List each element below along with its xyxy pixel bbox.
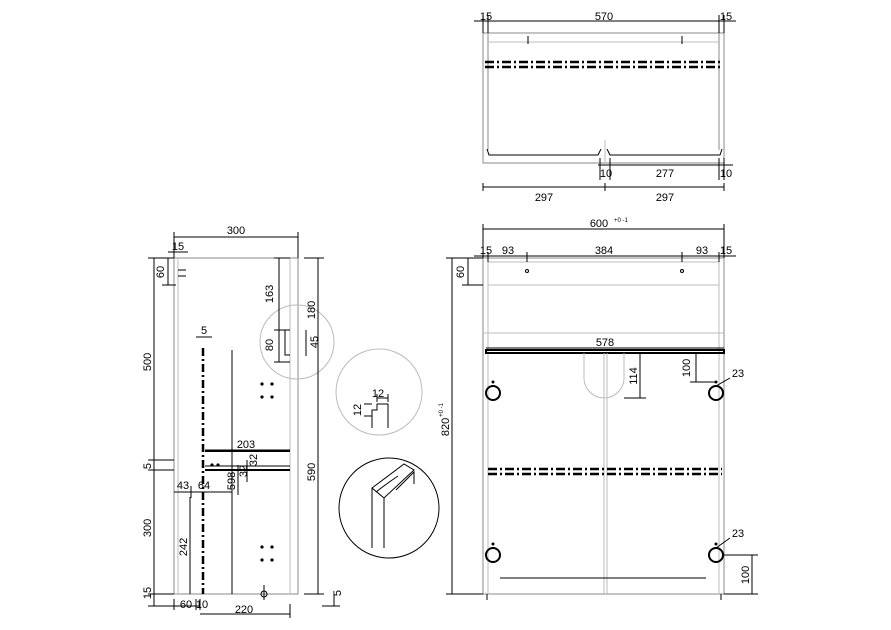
hinge-icon [485,547,501,563]
dim-hinge-bottom: 100 [740,566,752,584]
hinge-icon [708,547,724,563]
side-view: 300 15 60 500 5 300 15 180 590 5 163 80 [142,225,344,618]
dim-bottom-220: 220 [235,604,253,616]
dim-top-width: 570 [595,11,613,23]
dim-32b: 32 [238,465,250,477]
dim-door-width: 578 [596,337,614,349]
dim-43: 43 [177,480,189,492]
magnifier-circle [259,304,335,380]
dim-64: 64 [198,480,210,492]
right-door-top [606,148,723,156]
dim-front-width-tol: +0 -1 [614,218,629,224]
dim-notch-side: 45 [309,336,321,348]
hinge-icon [485,385,501,401]
door-top-edge [485,349,725,354]
detail-b [338,457,440,559]
dim-side-topband: 60 [155,266,167,278]
dim-side-righttop: 180 [306,301,318,319]
top-view-outline [482,32,725,164]
dim-cutout: 114 [628,367,640,385]
hinge-icon [708,385,724,401]
dim-front-93a: 93 [502,245,514,257]
dim-notch-top: 163 [264,285,276,303]
dim-side-shelf: 5 [142,463,154,469]
dim-front-15b: 15 [720,245,732,257]
dim-hinge-dia-top: 23 [732,368,744,380]
dim-detail-h12: 12 [372,388,384,400]
dim-door-depth: 277 [656,168,674,180]
detail-circle-a [335,348,423,436]
left-door-top [486,148,602,156]
dim-top-left: 15 [480,11,492,23]
dim-242: 242 [178,538,190,556]
dim-notch-mid: 80 [264,339,276,351]
dim-front-384: 384 [595,245,613,257]
dim-foot-10: 10 [196,599,208,611]
dim-gap-left: 10 [600,168,612,180]
detail-circle-b [338,457,440,559]
dim-groove: 5 [201,325,207,337]
side-panel-outline [173,257,299,595]
door-cutout [583,353,625,399]
dim-front-width: 600 [590,218,608,230]
dim-hinge-dia-bottom: 23 [732,528,744,540]
dim-gap-right: 10 [720,168,732,180]
dim-front-15a: 15 [480,245,492,257]
dim-side-lower: 300 [142,519,154,537]
dim-side-width: 300 [227,225,245,237]
dim-foot-60: 60 [180,599,192,611]
dim-depth-203: 203 [237,439,255,451]
dim-side-upper: 500 [142,353,154,371]
dim-32a: 32 [248,454,260,466]
dim-detail-v12: 12 [352,404,364,416]
detail-a: 12 12 [335,348,423,436]
top-view: 15 570 15 10 277 10 297 297 [474,11,736,204]
dim-front-93b: 93 [696,245,708,257]
dim-top-right: 15 [720,11,732,23]
dim-hinge-top: 100 [681,359,693,377]
dim-half-right: 297 [656,192,674,204]
dim-side-offset: 15 [172,241,184,253]
dim-front-height: 820 [440,418,452,436]
dim-front-height-tol: +0 -1 [439,402,445,417]
dim-598: 598 [226,472,238,490]
dim-side-righttotal: 590 [306,463,318,481]
dim-half-left: 297 [535,192,553,204]
dim-front-topband: 60 [455,266,467,278]
front-view: 600 +0 -1 15 93 384 93 15 60 820 +0 -1 5… [439,218,758,600]
dim-side-base: 15 [142,587,154,599]
dim-side-rightfoot: 5 [332,590,344,596]
